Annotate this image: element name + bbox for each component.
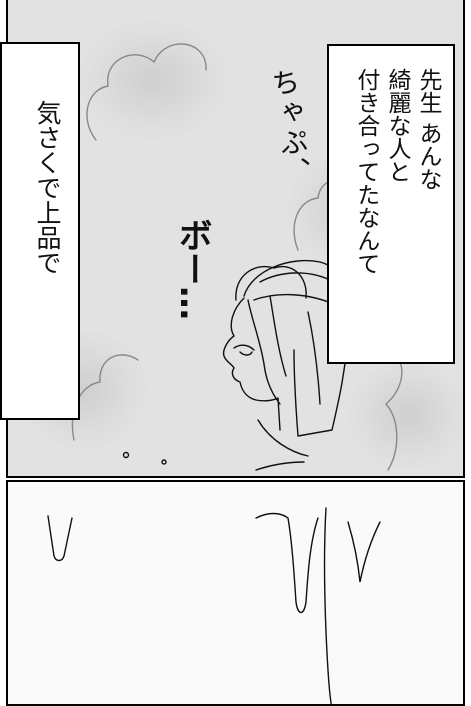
steam-outline <box>385 355 403 471</box>
sfx-bo: ボー… <box>172 218 212 320</box>
shoulder-line <box>255 461 305 471</box>
drip-line <box>347 521 381 583</box>
neck-line <box>257 419 309 457</box>
droplet <box>122 451 130 459</box>
eye <box>239 351 253 356</box>
steam-cloud <box>78 20 228 140</box>
steam-outline <box>86 43 207 141</box>
drip-line <box>323 507 332 704</box>
towel-fold-line <box>259 272 335 283</box>
drip-line <box>255 512 319 614</box>
eye-lashes <box>233 344 255 351</box>
towel-fold-line <box>307 311 321 405</box>
droplet <box>161 459 167 465</box>
steam-outline <box>71 354 139 441</box>
steam-cloud <box>348 360 463 470</box>
hair-bun-outline <box>235 265 307 301</box>
drip-line <box>47 515 73 562</box>
hair-strands <box>247 299 281 405</box>
towel-fold-line <box>253 293 339 307</box>
caption-right: 先生 あんな 綺麗な人と 付き合ってたなんて <box>327 44 455 364</box>
caption-left: 気さくで上品で <box>0 42 80 420</box>
dripping-water-illustration <box>47 507 381 704</box>
face-profile <box>222 297 281 431</box>
hair-strands <box>269 295 287 377</box>
drip-panel <box>6 480 465 706</box>
